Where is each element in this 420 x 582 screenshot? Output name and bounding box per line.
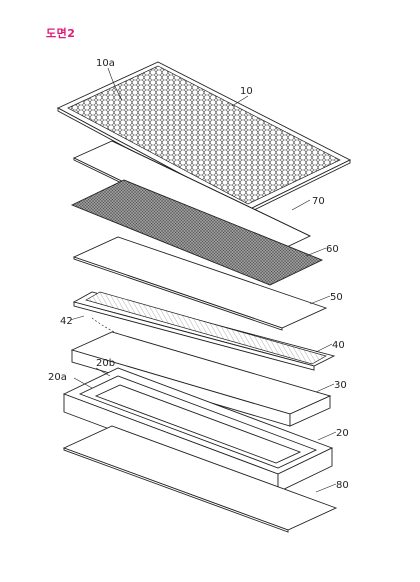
ref-20b: 20b [96, 358, 115, 369]
layer-40-hatched-plate [69, 291, 336, 383]
ref-60: 60 [326, 244, 339, 255]
ref-10: 10 [240, 86, 253, 97]
ref-42: 42 [60, 316, 73, 327]
layer-30-thick-plate [70, 331, 335, 427]
ref-70: 70 [312, 196, 325, 207]
ref-20: 20 [336, 428, 349, 439]
ref-20a: 20a [48, 372, 67, 383]
ref-80: 80 [336, 480, 349, 491]
figure-title: 도면2 [46, 27, 76, 40]
ref-40: 40 [332, 340, 345, 351]
layer-80-bottom-sheet [62, 425, 338, 533]
ref-30: 30 [334, 380, 347, 391]
layer-20-frame-tray [62, 367, 337, 493]
ref-10a: 10a [96, 58, 115, 69]
layer-60-mesh-sheet [70, 179, 327, 286]
ref-50: 50 [330, 292, 343, 303]
layer-50-sheet [72, 236, 331, 331]
